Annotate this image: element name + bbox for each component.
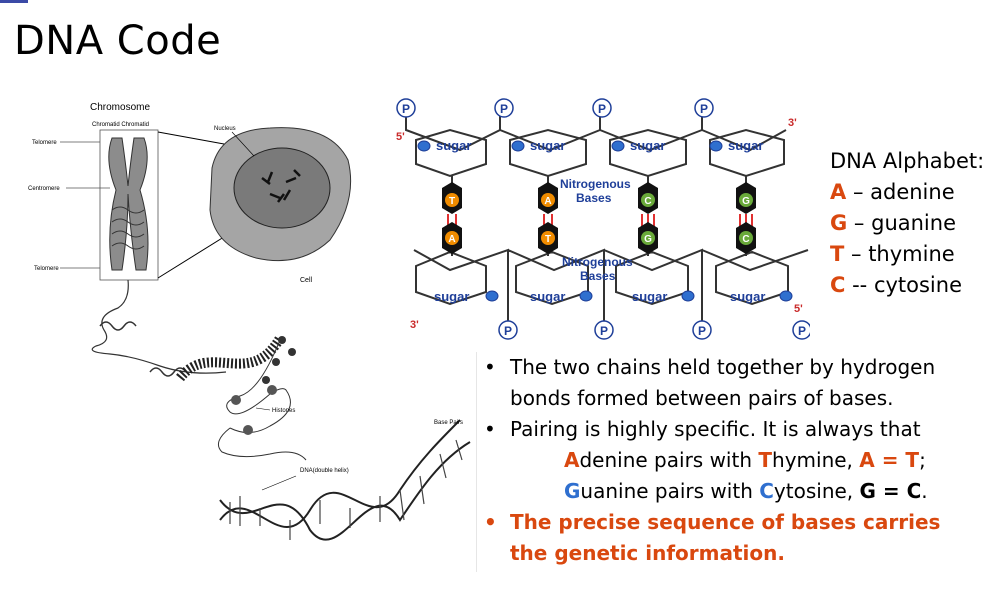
pairing-rule-at: Adenine pairs with Thymine, A = T; [564,448,926,472]
dna-alphabet: DNA Alphabet: A – adenine G – guanine T … [830,146,984,301]
cell-label: Cell [300,277,313,284]
bullet-item: •Pairing is highly specific. It is alway… [484,417,921,441]
bullet-list: •The two chains held together by hydroge… [480,352,980,569]
centromere-label: Centromere [28,186,60,192]
svg-text:P: P [504,324,512,338]
dna-strand-1 [219,419,461,528]
alphabet-item: T – thymine [830,242,955,266]
chromosome-box [99,129,159,281]
phosphate-group-bottom: P P P P [498,320,810,340]
sugar-label: sugar [730,289,765,304]
svg-text:P: P [500,102,508,116]
svg-text:P: P [700,102,708,116]
nitrogenous-label-bottom-2: Bases [580,269,616,283]
chromosome-shape [108,137,149,271]
end-5-bottom: 5' [794,303,803,315]
svg-text:C: C [644,196,651,207]
nucleosome-string [226,339,291,433]
svg-text:A: A [448,234,455,245]
alphabet-item: C -- cytosine [830,273,962,297]
sugar-label: sugar [530,138,565,153]
dna-structure-diagram: P P P P P P P P sugar sugar sugar sugar … [396,98,810,340]
svg-text:T: T [545,234,551,245]
nitrogenous-label-bottom-1: Nitrogenous [562,255,633,269]
chromosome-illustration: Chromosome Chromatid Chromatid Telomere … [28,102,471,541]
solenoid [176,335,285,382]
svg-text:T: T [449,196,455,207]
end-3-bottom: 3' [410,319,419,331]
svg-text:A: A [544,196,551,207]
svg-text:G: G [644,234,652,245]
svg-text:P: P [402,102,410,116]
svg-text:P: P [798,324,806,338]
svg-text:P: P [598,102,606,116]
svg-text:C: C [742,234,749,245]
bullet-item: •The two chains held together by hydroge… [484,355,936,410]
accent-line [0,0,28,3]
sugar-label: sugar [436,138,471,153]
telomere-bottom-label: Telomere [34,266,59,272]
divider [476,352,477,572]
pairing-rule-gc: Guanine pairs with Cytosine, G = C. [564,479,928,503]
svg-text:P: P [600,324,608,338]
chromatin-coils [111,206,145,250]
chromosome-label: Chromosome [90,102,150,113]
telomere-top-label: Telomere [32,140,57,146]
histones-label: Histones [272,408,295,414]
page-title: DNA Code [14,18,222,64]
nucleus-shape [233,147,331,229]
nucleus-chromosomes [261,169,301,203]
nitrogenous-label-top-2: Bases [576,191,612,205]
alphabet-title: DNA Alphabet: [830,149,985,173]
base-pairs-label: Base Pairs [434,420,463,426]
alphabet-item: G – guanine [830,211,956,235]
end-3-top: 3' [788,117,797,129]
top-bases: T A C G [442,182,756,214]
sugar-label: sugar [728,138,763,153]
svg-text:P: P [698,324,706,338]
chromatin-fiber [91,279,227,374]
end-5-top: 5' [396,131,405,143]
hydrogen-bonds [447,214,753,228]
bottom-bases: A T G C [442,222,756,254]
top-backbone [405,110,787,152]
bullet-item-key: •The precise sequence of bases carries t… [484,510,941,565]
sugar-label: sugar [530,289,565,304]
sugar-label: sugar [434,289,469,304]
alphabet-item: A – adenine [830,180,955,204]
svg-text:G: G [742,196,750,207]
bottom-backbone [413,248,809,330]
nucleus-label: Nucleus [214,126,236,132]
dna-strand-2 [219,441,471,541]
dna-base-rungs [229,439,463,540]
dna-double-helix-label: DNA(double helix) [300,468,349,474]
nitrogenous-label-top-1: Nitrogenous [560,177,631,191]
phosphate-group-top: P P P P [396,98,714,118]
sugar-label: sugar [632,289,667,304]
sugar-label: sugar [630,138,665,153]
chromatid-label: Chromatid Chromatid [92,122,149,128]
